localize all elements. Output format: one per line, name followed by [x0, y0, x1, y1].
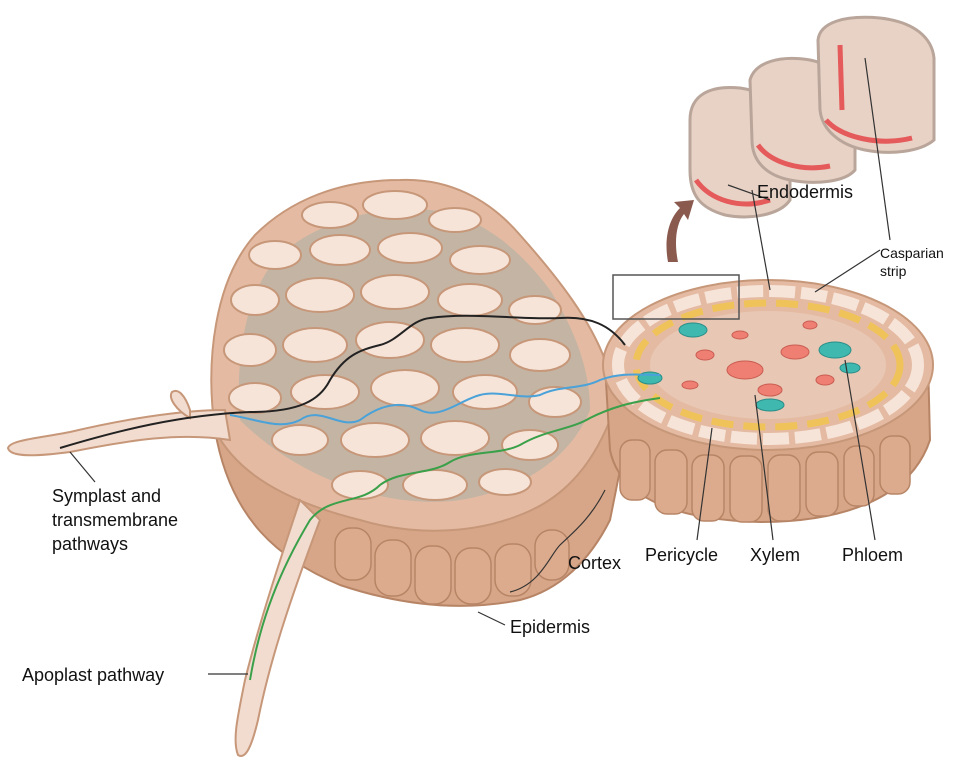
zoom-arrow-icon	[667, 200, 695, 262]
endodermis-label: Endodermis	[757, 182, 853, 202]
casparian-strip-label-2: strip	[880, 263, 907, 279]
apoplast-label: Apoplast pathway	[22, 665, 164, 685]
casparian-leader	[815, 250, 880, 292]
xylem-label: Xylem	[750, 545, 800, 565]
epidermis-leader	[478, 612, 505, 625]
epidermis-label: Epidermis	[510, 617, 590, 637]
casparian-strip-label: Casparian	[880, 245, 944, 261]
pericycle-label: Pericycle	[645, 545, 718, 565]
symplast-label-3: pathways	[52, 534, 128, 554]
stele	[603, 280, 933, 522]
cortex-label: Cortex	[568, 553, 621, 573]
inset-cell-3	[818, 17, 934, 152]
symplast-label-2: transmembrane	[52, 510, 178, 530]
cortex-tissue	[211, 180, 620, 606]
symplast-leader	[70, 452, 95, 482]
phloem-label: Phloem	[842, 545, 903, 565]
symplast-label: Symplast and	[52, 486, 161, 506]
